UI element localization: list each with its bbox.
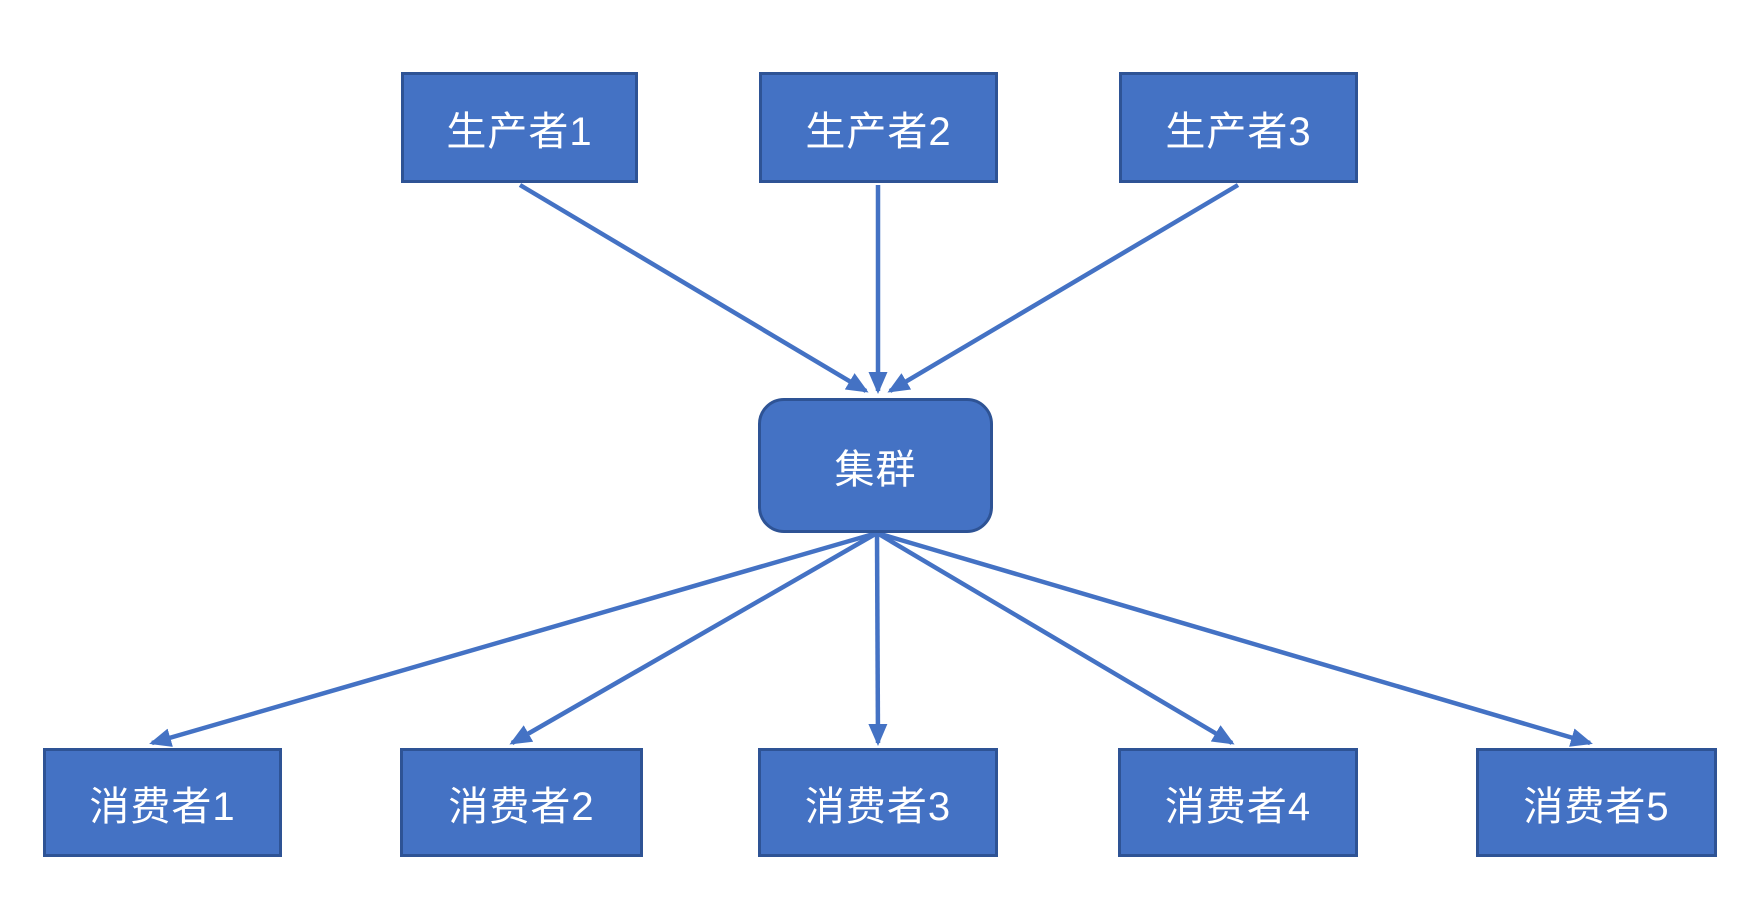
node-producer-3-label: 生产者3: [1165, 109, 1312, 154]
edge-cluster-to-consumer-1: [149, 530, 878, 747]
node-consumer-4: 消费者4: [1118, 748, 1358, 857]
edge-cluster-to-consumer-2: [509, 531, 879, 745]
node-producer-2: 生产者2: [759, 72, 998, 183]
node-consumer-3: 消费者3: [758, 748, 998, 857]
node-consumer-2: 消费者2: [400, 748, 643, 857]
node-consumer-5: 消费者5: [1476, 748, 1717, 857]
node-producer-2-label: 生产者2: [805, 109, 952, 154]
node-producer-1-label: 生产者1: [446, 109, 593, 154]
edge-cluster-to-consumer-5: [876, 530, 1593, 747]
node-producer-1: 生产者1: [401, 72, 638, 183]
node-cluster: 集群: [758, 398, 993, 533]
node-consumer-4-label: 消费者4: [1164, 784, 1312, 829]
node-consumer-2-label: 消费者2: [448, 784, 595, 829]
node-consumer-1: 消费者1: [43, 748, 282, 857]
node-producer-3: 生产者3: [1119, 72, 1358, 183]
node-consumer-5-label: 消费者5: [1523, 784, 1670, 829]
edge-cluster-to-consumer-4: [875, 531, 1235, 745]
edge-producer-1-to-cluster: [518, 183, 869, 393]
edge-cluster-to-consumer-3: [868, 532, 888, 746]
node-consumer-3-label: 消费者3: [804, 784, 952, 829]
node-consumer-1-label: 消费者1: [89, 784, 236, 829]
edge-producer-3-to-cluster: [887, 183, 1240, 393]
node-cluster-label: 集群: [834, 447, 917, 492]
